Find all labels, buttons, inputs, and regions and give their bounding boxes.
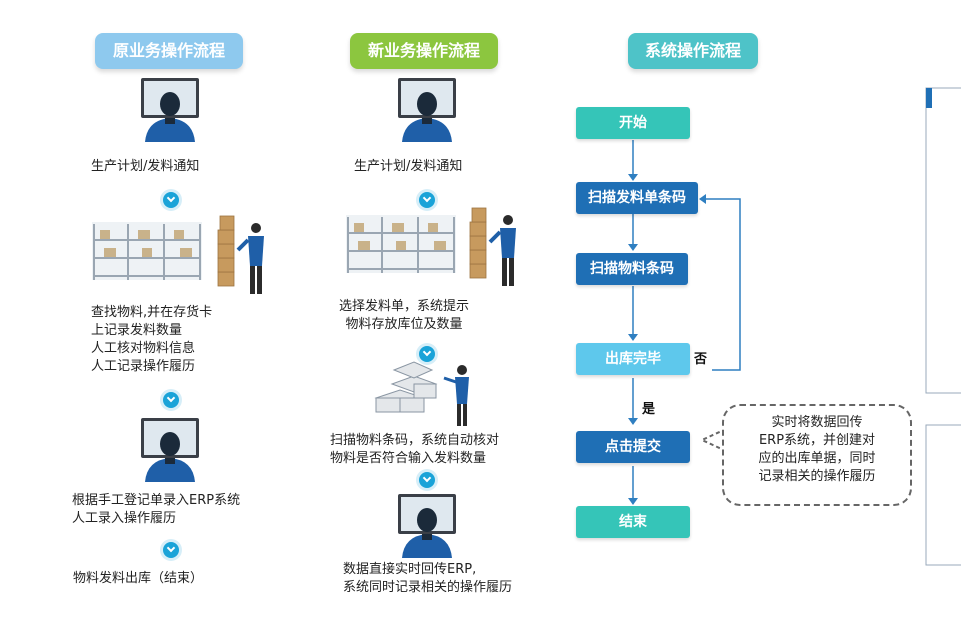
new-step-1: 生产计划/发料通知 <box>354 159 463 174</box>
arrowheads <box>628 174 706 505</box>
cropped-panel <box>925 87 961 394</box>
new-step-3: 扫描物料条码，系统自动核对 物料是否符合输入发料数量 <box>330 433 500 466</box>
computer-user-icon <box>141 418 199 482</box>
chevron-down-icon <box>419 346 435 362</box>
node-end: 结束 <box>576 506 690 538</box>
header-system-process: 系统操作流程 <box>628 33 758 69</box>
node-scan-order: 扫描发料单条码 <box>576 182 698 214</box>
computer-user-icon <box>141 78 199 142</box>
node-start: 开始 <box>576 107 690 139</box>
chevron-down-icon <box>419 192 435 208</box>
new-step-4: 数据直接实时回传ERP, 系统同时记录相关的操作履历 <box>343 562 513 595</box>
node-submit: 点击提交 <box>576 431 690 463</box>
cropped-panel <box>925 424 961 566</box>
warehouse-shelf-icon <box>345 214 457 274</box>
node-done: 出库完毕 <box>576 343 690 375</box>
computer-user-icon <box>398 494 456 558</box>
node-scan-material: 扫描物料条码 <box>576 253 688 285</box>
no-label: 否 <box>694 352 708 367</box>
old-step-3: 根据手工登记单录入ERP系统 人工录入操作履历 <box>72 493 241 526</box>
header-new-process: 新业务操作流程 <box>350 33 498 69</box>
note-pointer <box>699 428 727 452</box>
chevron-down-icon <box>163 542 179 558</box>
header-old-process: 原业务操作流程 <box>95 33 243 69</box>
old-step-1: 生产计划/发料通知 <box>91 159 200 174</box>
scan-boxes-icon <box>374 361 469 426</box>
new-step-2: 选择发料单，系统提示 物料存放库位及数量 <box>339 299 470 332</box>
computer-user-icon <box>398 78 456 142</box>
warehouse-worker-icon <box>468 206 518 288</box>
old-step-4: 物料发料出库（结束） <box>73 571 204 586</box>
system-note: 实时将数据回传 ERP系统，并创建对 应的出库单据，同时 记录相关的操作履历 <box>722 404 912 506</box>
chevron-down-icon <box>163 192 179 208</box>
flow-arrows <box>632 140 741 500</box>
chevron-down-icon <box>419 472 435 488</box>
warehouse-worker-icon <box>216 214 266 296</box>
yes-label: 是 <box>642 402 656 417</box>
chevron-down-icon <box>163 392 179 408</box>
old-step-2: 查找物料,并在存货卡 上记录发料数量 人工核对物料信息 人工记录操作履历 <box>91 305 213 374</box>
warehouse-shelf-icon <box>91 221 203 281</box>
